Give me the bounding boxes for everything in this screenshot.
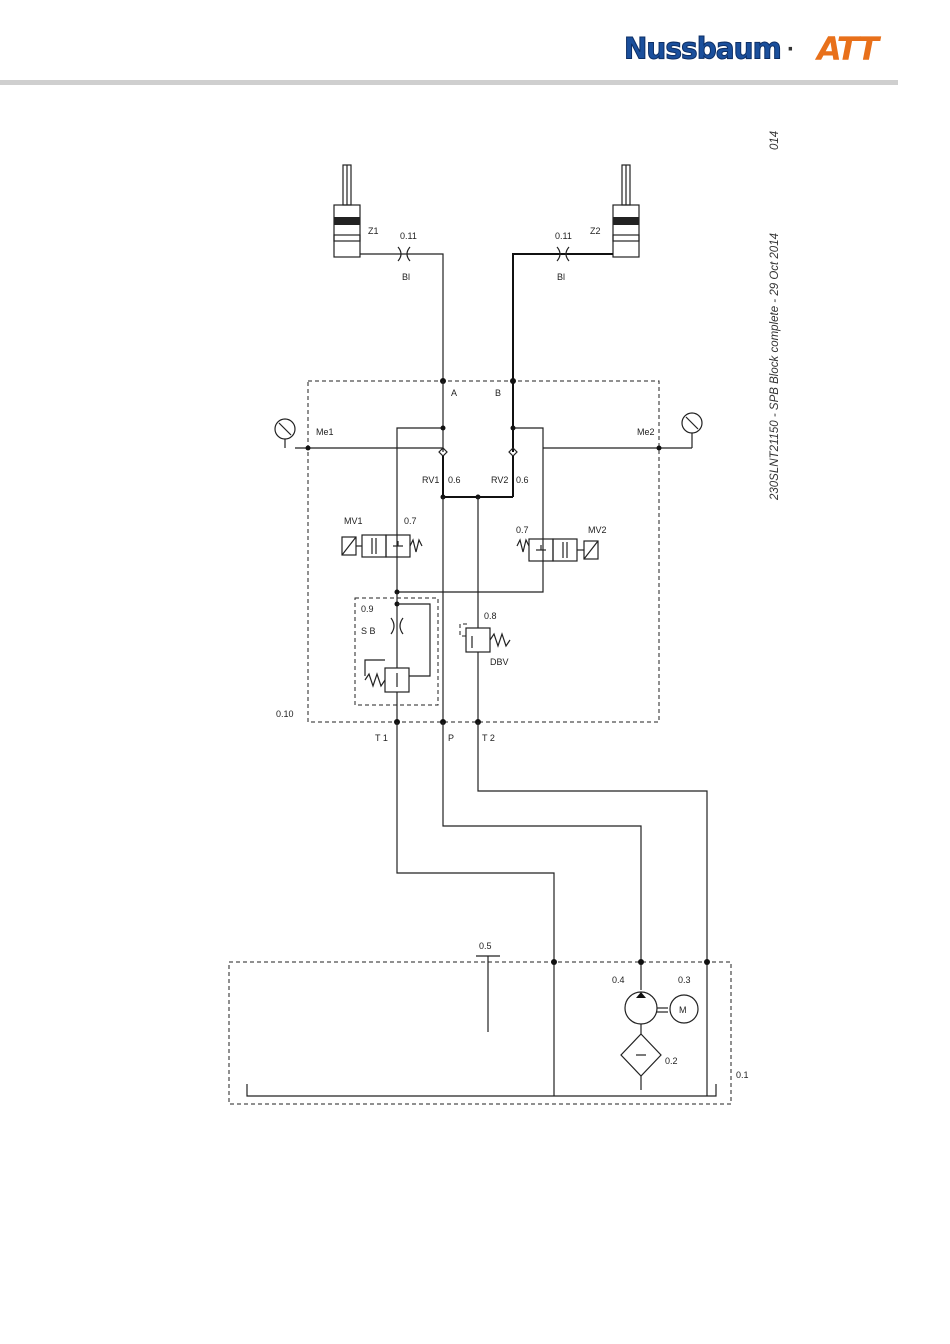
pressure-gauge-left-icon — [275, 419, 295, 448]
tank-reservoir — [247, 1084, 716, 1096]
valve-block-border — [308, 381, 659, 722]
solenoid-valve-mv1-label: MV1 — [344, 516, 363, 526]
check-valve-rv1-label: RV1 — [422, 475, 439, 485]
motor-symbol: M — [679, 1005, 687, 1015]
solenoid-valve-mv1-code: 0.7 — [404, 516, 417, 526]
check-valve-rv2-code: 0.6 — [516, 475, 529, 485]
port-p-label: P — [448, 733, 454, 743]
pressure-gauge-right-icon — [682, 413, 702, 448]
port-t2-label: T 2 — [482, 733, 495, 743]
gauge-me2-label: Me2 — [637, 427, 655, 437]
throttle-right-code: 0.11 — [555, 231, 572, 241]
throttle-right-label: Bl — [557, 272, 565, 282]
block-code: 0.10 — [276, 709, 294, 719]
pipe-p-pressure — [443, 722, 641, 990]
throttle-left-label: Bl — [402, 272, 410, 282]
filter-icon — [621, 1034, 661, 1076]
pump-code: 0.4 — [612, 975, 625, 985]
port-t1-label: T 1 — [375, 733, 388, 743]
port-b-label: B — [495, 388, 501, 398]
filter-code: 0.2 — [665, 1056, 678, 1066]
check-valve-rv2-label: RV2 — [491, 475, 508, 485]
safety-block-code: 0.9 — [361, 604, 374, 614]
relief-valve-label: DBV — [490, 657, 509, 667]
cylinder-z2 — [613, 165, 639, 257]
solenoid-valve-mv1-icon — [342, 535, 422, 557]
relief-valve-dbv-icon — [460, 624, 510, 652]
gauge-me1-label: Me1 — [316, 427, 334, 437]
suction-code: 0.5 — [479, 941, 492, 951]
cylinder-z2-label: Z2 — [590, 226, 601, 236]
check-valve-rv1-code: 0.6 — [448, 475, 461, 485]
pipe-t1-return — [397, 722, 554, 1096]
cylinder-z1-label: Z1 — [368, 226, 379, 236]
pipe-t2-return — [478, 722, 707, 1096]
line-a-to-mv1 — [397, 428, 443, 592]
throttle-left-code: 0.11 — [400, 231, 417, 241]
solenoid-valve-mv2-icon — [517, 539, 598, 561]
cylinder-z1 — [334, 165, 360, 257]
port-a-label: A — [451, 388, 457, 398]
motor-code: 0.3 — [678, 975, 691, 985]
tank-code: 0.1 — [736, 1070, 749, 1080]
line-b-to-mv2 — [397, 428, 543, 592]
safety-block-label: S B — [361, 626, 376, 636]
pump-icon — [625, 992, 668, 1024]
solenoid-valve-mv2-label: MV2 — [588, 525, 607, 535]
tank-unit-border — [229, 962, 731, 1104]
relief-valve-code: 0.8 — [484, 611, 497, 621]
solenoid-valve-mv2-code: 0.7 — [516, 525, 529, 535]
safety-valve-icon — [365, 660, 409, 692]
